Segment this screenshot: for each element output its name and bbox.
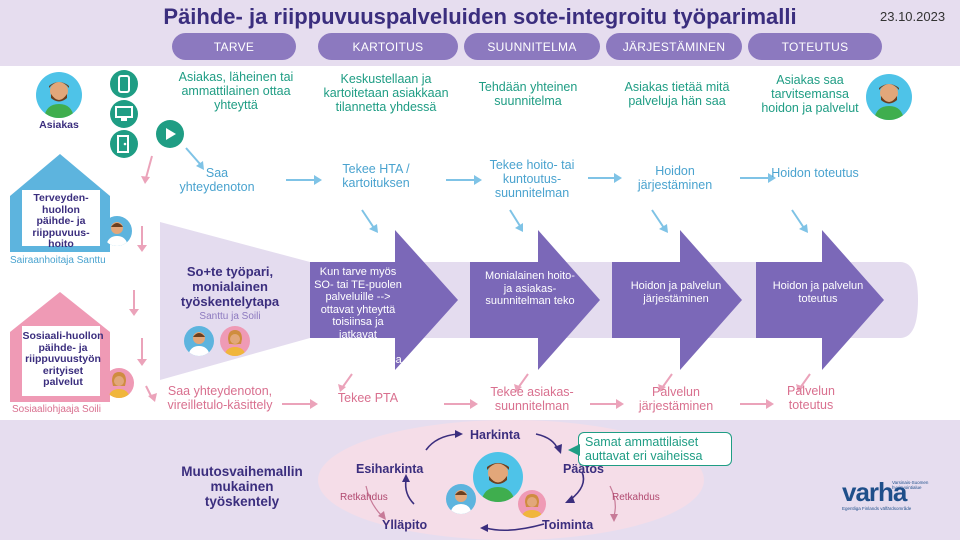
bubble-pointer — [568, 444, 580, 456]
cycle-social-avatar — [518, 490, 546, 518]
top-text-tarve: Asiakas, läheinen tai ammattilainen otta… — [178, 70, 294, 112]
social-step-2: Tekee PTA — [337, 391, 399, 405]
funnel-title: So+te työpari, monialainen työskentelyta… — [180, 264, 280, 309]
date-label: 23.10.2023 — [880, 9, 946, 24]
big-arrow-2 — [470, 230, 600, 370]
tab-toteutus: TOTEUTUS — [748, 33, 882, 60]
health-step-4: Hoidon järjestäminen — [637, 164, 713, 192]
stage-harkinta: Harkinta — [470, 428, 521, 442]
tab-kartoitus: KARTOITUS — [318, 33, 458, 60]
play-icon — [156, 120, 184, 148]
client-avatar-right — [866, 74, 912, 120]
health-step-3: Tekee hoito- tai kuntoutus-suunnitelman — [489, 158, 575, 200]
social-worker-icon — [224, 330, 246, 356]
cycle-arrows — [365, 430, 618, 532]
health-step-2: Tekee HTA / kartoituksen — [342, 162, 410, 190]
nurse-avatar — [102, 216, 132, 246]
nurse-icon — [450, 490, 472, 514]
speech-bubble: Samat ammattilaiset auttavat eri vaiheis… — [578, 432, 732, 466]
social-house-label: Sosiaali-huollon päihde- ja riippuvuusty… — [22, 330, 104, 388]
social-worker-icon — [108, 372, 130, 398]
person-icon — [874, 84, 904, 120]
relapse-left: Retkahdus — [340, 492, 388, 503]
logo-small-1: Varsinais-Suomen hyvinvointialue — [892, 480, 929, 490]
top-text-toteutus: Asiakas saa tarvitsemansa hoidon ja palv… — [761, 73, 859, 115]
funnel-names: Santtu ja Soili — [199, 311, 261, 322]
varha-logo: varha Varsinais-Suomen hyvinvointialue E… — [842, 478, 938, 518]
tab-tarve: TARVE — [172, 33, 296, 60]
social-worker-icon — [521, 494, 543, 518]
arrow-text-2: Monialainen hoito- ja asiakas-suunnitelm… — [485, 270, 575, 307]
social-step-1: Saa yhteydenoton, vireilletulo-käsittely — [167, 384, 273, 412]
client-avatar — [36, 72, 82, 118]
arrow-text-1: Kun tarve myös SO- tai TE-puolen palvelu… — [314, 266, 402, 366]
big-arrow-1 — [310, 230, 458, 370]
health-step-1: Saa yhteydenoton — [179, 166, 255, 194]
big-arrow-3 — [612, 230, 742, 370]
social-step-5: Palvelun toteutus — [787, 384, 835, 412]
door-icon — [110, 130, 138, 158]
relapse-right: Retkahdus — [612, 492, 660, 503]
nurse-icon — [106, 222, 128, 246]
health-step-5: Hoidon toteutus — [771, 166, 859, 180]
stage-yllapito: Ylläpito — [382, 518, 428, 532]
speech-bubble-text: Samat ammattilaiset auttavat eri vaiheis… — [585, 435, 703, 463]
social-worker-label: Sosiaaliohjaaja Soili — [12, 404, 101, 415]
client-label: Asiakas — [39, 119, 79, 131]
arrow-text-4: Hoidon ja palvelun toteutus — [772, 280, 864, 305]
social-step-4: Palvelun järjestäminen — [638, 385, 714, 413]
top-text-jarjestaminen: Asiakas tietää mitä palveluja hän saa — [624, 80, 730, 108]
cycle-title: Muutosvaihemallin mukainen työskentely — [181, 464, 303, 509]
santtu-avatar — [184, 326, 214, 356]
top-text-suunnitelma: Tehdään yhteinen suunnitelma — [478, 80, 578, 108]
stage-toiminta: Toiminta — [542, 518, 594, 532]
cycle-client-avatar — [473, 452, 523, 502]
social-step-3: Tekee asiakas-suunnitelman — [490, 385, 574, 413]
stage-esiharkinta: Esiharkinta — [356, 462, 424, 476]
computer-icon — [110, 100, 138, 128]
person-icon — [481, 463, 515, 502]
health-house-label: Terveyden-huollon päihde- ja riippuvuus-… — [32, 192, 90, 250]
phone-icon — [110, 70, 138, 98]
soili-avatar — [220, 326, 250, 356]
logo-small-2: Egentliga Finlands välfärdsområde — [842, 506, 912, 511]
logo-text: varha — [842, 477, 907, 507]
health-worker-label: Sairaanhoitaja Santtu — [10, 255, 106, 266]
big-arrow-4 — [756, 230, 884, 370]
person-icon — [44, 82, 74, 118]
nurse-icon — [188, 332, 210, 356]
tab-jarjestaminen: JÄRJESTÄMINEN — [606, 33, 742, 60]
top-text-kartoitus: Keskustellaan ja kartoitetaan asiakkaan … — [323, 72, 449, 114]
page-title: Päihde- ja riippuvuuspalveluiden sote-in… — [163, 4, 797, 29]
social-worker-avatar — [104, 368, 134, 398]
cycle-nurse-avatar — [446, 484, 476, 514]
arrow-text-3: Hoidon ja palvelun järjestäminen — [630, 280, 722, 305]
tab-suunnitelma: SUUNNITELMA — [464, 33, 600, 60]
